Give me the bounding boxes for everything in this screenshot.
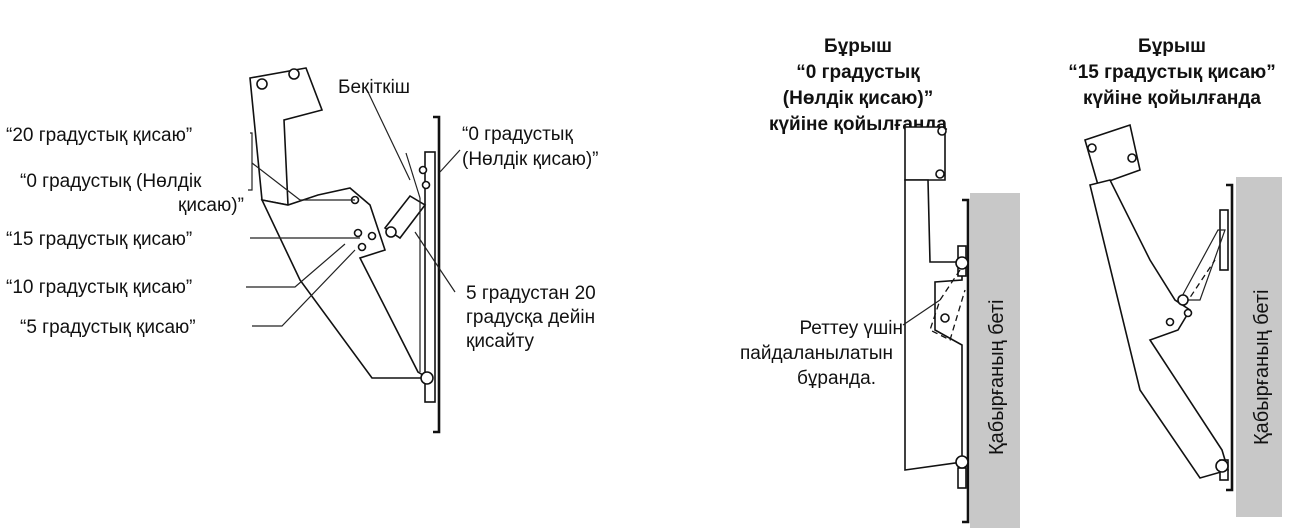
label-fastener: Бекіткіш — [338, 77, 410, 98]
label-zero-tilt-line1: “0 градустық — [462, 124, 573, 145]
label-range-line2: градусқа дейін — [466, 307, 595, 328]
middle-bracket-drawing — [902, 126, 1020, 528]
screw-label-line1: Реттеу үшін — [799, 318, 903, 339]
label-20-tilt: “20 градустық қисаю” — [6, 125, 192, 146]
label-0-tilt-line1: “0 градустық (Нөлдік — [20, 171, 202, 192]
label-10-tilt: “10 градустық қисаю” — [6, 277, 192, 298]
right-heading-line1: Бұрыш — [1138, 36, 1206, 57]
left-bracket-drawing — [246, 67, 461, 434]
label-range-line3: қисайту — [466, 331, 535, 352]
middle-wall-surface — [970, 193, 1020, 528]
right-wall-label: Қабырғаның беті — [1251, 290, 1273, 445]
middle-heading-line4: күйіне қойылғанда — [769, 114, 947, 135]
right-heading-line3: күйіне қойылғанда — [1083, 88, 1261, 109]
label-zero-tilt-line2: (Нөлдік қисаю)” — [462, 149, 599, 170]
label-range-line1: 5 градустан 20 — [466, 283, 596, 304]
label-5-tilt: “5 градустық қисаю” — [20, 317, 196, 338]
screw-label-line3: бұранда. — [797, 368, 876, 389]
label-15-tilt: “15 градустық қисаю” — [6, 229, 192, 250]
middle-heading-line1: Бұрыш — [824, 36, 892, 57]
screw-label-line2: пайдаланылатын — [740, 343, 893, 364]
right-bracket-drawing — [1084, 123, 1282, 517]
label-0-tilt-line2: қисаю)” — [178, 195, 244, 216]
middle-wall-label: Қабырғаның беті — [986, 300, 1008, 455]
right-heading-line2: “15 градустық қисаю” — [1068, 62, 1276, 83]
right-wall-surface — [1236, 177, 1282, 517]
middle-heading-line3: (Нөлдік қисаю)” — [783, 88, 933, 109]
middle-heading-line2: “0 градустық — [796, 62, 920, 83]
